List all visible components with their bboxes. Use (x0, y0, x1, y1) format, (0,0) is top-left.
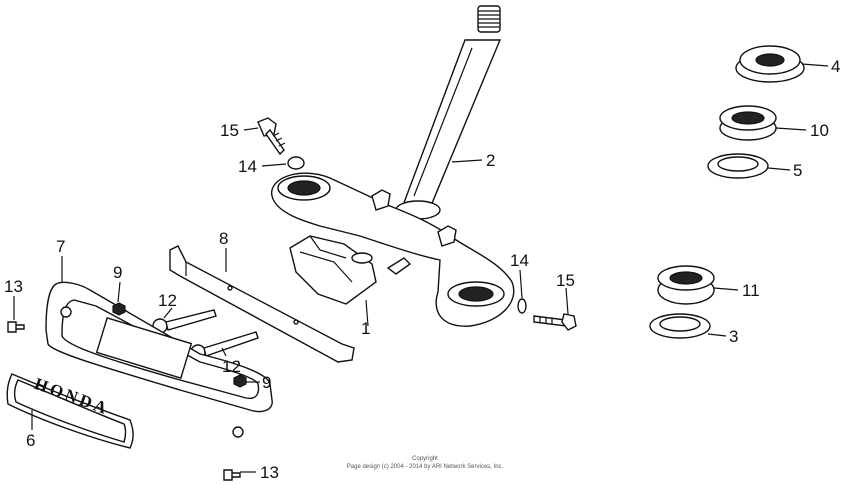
callout-10: 10 (810, 121, 829, 140)
washer-14-upper (287, 156, 305, 170)
callout-15-lower: 15 (556, 271, 575, 290)
callout-9-lower: 9 (262, 373, 271, 392)
lower-bracket (271, 172, 515, 327)
callout-12-upper: 12 (158, 291, 177, 310)
callout-9-upper: 9 (113, 263, 122, 282)
screw-13-bottom (223, 469, 241, 481)
dust-seal-4 (735, 45, 805, 83)
callout-labels: 1 2 3 4 5 6 7 8 9 9 10 11 12 12 13 13 14… (4, 57, 840, 482)
race-5 (707, 153, 769, 179)
bolt-upper (152, 309, 217, 334)
steering-stem (395, 5, 502, 220)
callout-3: 3 (729, 327, 738, 346)
copyright-line-2: Page design (c) 2004 - 2014 by ARI Netwo… (347, 464, 504, 470)
washer-14-lower (517, 298, 527, 314)
bolt-15-upper (257, 117, 286, 156)
bearing-10 (719, 105, 777, 141)
callout-11: 11 (742, 281, 760, 300)
bolt-15-lower (533, 313, 577, 331)
callout-8: 8 (219, 229, 228, 248)
race-3 (649, 313, 711, 339)
copyright-notice: Copyright Page design (c) 2004 - 2014 by… (347, 456, 504, 470)
callout-7: 7 (56, 237, 65, 256)
callout-6: 6 (26, 431, 35, 450)
emblem-plate (45, 281, 273, 438)
bearing-11 (657, 265, 715, 305)
leader-lines (13, 63, 829, 473)
callout-4: 4 (831, 57, 840, 76)
callout-14-lower: 14 (510, 251, 529, 270)
callout-13-left: 13 (4, 277, 23, 296)
nut-9-lower (233, 374, 247, 388)
callout-14-upper: 14 (238, 157, 257, 176)
callout-1: 1 (361, 319, 370, 338)
screw-13-left (7, 321, 25, 333)
callout-12-lower: 12 (222, 357, 241, 376)
nut-9-upper (112, 302, 126, 316)
callout-15-upper: 15 (220, 121, 239, 140)
mounting-bar (169, 245, 355, 363)
callout-13-bottom: 13 (260, 463, 279, 482)
callout-2: 2 (486, 151, 495, 170)
callout-5: 5 (793, 161, 802, 180)
cable-guide (289, 235, 377, 305)
copyright-line-1: Copyright (412, 456, 438, 462)
